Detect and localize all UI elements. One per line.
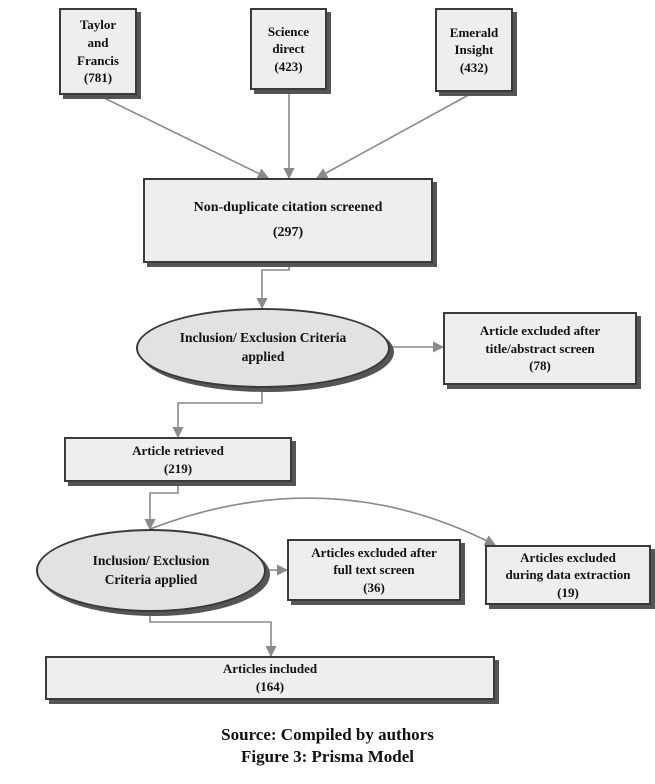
included-count: (164): [255, 679, 285, 694]
arrow-criteria1-to-retrieved: [172, 388, 263, 439]
retrieved-count: (219): [163, 460, 193, 476]
excluded-label-line: Articles excluded after: [311, 544, 437, 560]
screened-box: Non-duplicate citation screened (297): [143, 178, 433, 263]
excluded-count: (36): [363, 579, 385, 595]
excluded-data-extraction-box: Articles excluded during data extraction…: [485, 545, 651, 605]
excluded-fulltext-box: Articles excluded after full text screen…: [287, 539, 461, 601]
source-box-taylor-francis: Taylor and Francis (781): [59, 8, 137, 95]
source-label-line: direct: [272, 41, 305, 57]
source-label-line: Science: [267, 23, 310, 39]
arrow-taylor-to-screened: [97, 94, 270, 179]
source-box-science-direct: Science direct (423): [250, 8, 327, 90]
excluded-title-abstract-box: Article excluded after title/abstract sc…: [443, 312, 637, 385]
excluded-label-line: Article excluded after: [479, 323, 601, 339]
criteria-label-line: Inclusion/ Exclusion Criteria: [179, 330, 347, 346]
excluded-label-line: Articles excluded: [520, 549, 616, 565]
retrieved-label: Article retrieved: [132, 442, 224, 458]
source-box-emerald-insight: Emerald Insight (432): [435, 8, 513, 92]
arrow-screened-to-criteria1: [256, 263, 290, 310]
criteria-ellipse-2: Inclusion/ Exclusion Criteria applied: [36, 529, 266, 612]
criteria-label-line: Inclusion/ Exclusion: [92, 552, 210, 568]
source-count: (423): [274, 58, 303, 74]
source-label-line: Insight: [454, 42, 494, 58]
source-count: (781): [83, 70, 113, 86]
arrow-retrieved-to-criteria2: [144, 482, 179, 531]
excluded-count: (78): [529, 358, 551, 374]
source-label-line: and: [87, 34, 109, 50]
excluded-label-line: during data extraction: [505, 567, 631, 583]
included-box: Articles included (164): [45, 656, 495, 700]
source-label-line: Francis: [77, 52, 119, 68]
excluded-label-line: title/abstract screen: [485, 340, 595, 356]
retrieved-box: Article retrieved (219): [64, 437, 292, 482]
criteria-label-line: applied: [241, 349, 285, 364]
arrow-criteria2-to-excluded-extraction: [149, 497, 496, 546]
screened-count: (297): [272, 224, 304, 240]
criteria-label-line: Criteria applied: [104, 571, 198, 587]
source-label-line: Emerald: [449, 24, 499, 40]
criteria-ellipse-1: Inclusion/ Exclusion Criteria applied: [136, 308, 390, 388]
excluded-label-line: full text screen: [333, 562, 415, 578]
figure-caption: Figure 3: Prisma Model: [241, 747, 414, 766]
arrow-criteria2-to-included: [149, 612, 277, 658]
excluded-count: (19): [557, 584, 579, 600]
arrow-emerald-to-screened: [316, 91, 475, 179]
screened-label: Non-duplicate citation screened: [193, 199, 383, 215]
source-caption: Source: Compiled by authors: [221, 725, 434, 744]
source-count: (432): [459, 59, 489, 75]
included-label: Articles included: [222, 661, 318, 677]
source-label-line: Taylor: [79, 17, 117, 33]
